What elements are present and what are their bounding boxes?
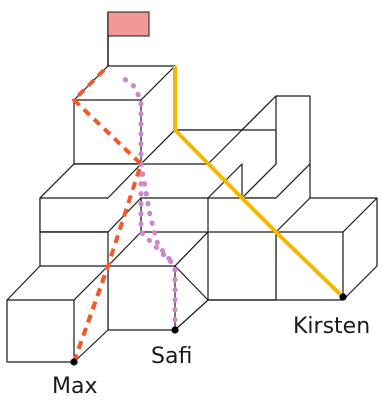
label-safi: Safi: [151, 344, 192, 369]
safi-path: [117, 73, 178, 333]
max-path-branch: [72, 265, 110, 363]
max-start-point: [70, 358, 78, 366]
flag: [107, 11, 150, 66]
bottom-left-cube: [6, 265, 109, 363]
safi-start-point: [171, 326, 179, 334]
label-kirsten: Kirsten: [293, 314, 370, 339]
label-max: Max: [52, 374, 97, 399]
kirsten-path: [173, 66, 345, 299]
kirsten-start-point: [339, 293, 347, 301]
block-structure: [6, 65, 378, 363]
